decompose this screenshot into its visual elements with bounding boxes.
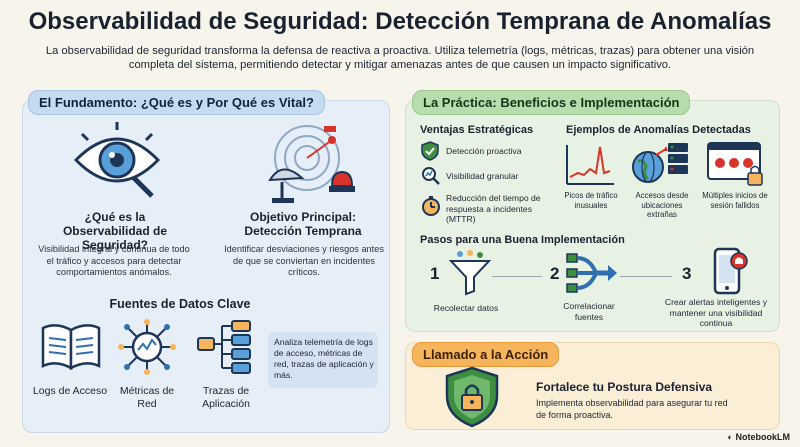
cta-text: Implementa observabilidad para asegurar … (536, 398, 728, 420)
funnel-icon (448, 250, 492, 296)
shield-lock-icon (445, 366, 499, 428)
advantage-granular: Visibilidad granular (446, 171, 519, 181)
stopwatch-icon (422, 196, 440, 216)
step-2-number: 2 (550, 264, 560, 283)
advantage-proactive: Detección proactiva (446, 146, 522, 156)
cta-title: Fortalece tu Postura Defensiva (536, 380, 713, 394)
source-metrics-label: Métricas de Red (119, 385, 175, 410)
example-traffic-spikes: Picos de tráfico inusuales (564, 191, 618, 210)
globe-server-icon (632, 143, 688, 183)
example-strange-locations: Accesos desde ubicaciones extrañas (635, 191, 689, 219)
radar-dish-alarm-icon (268, 125, 355, 203)
brand-logo: ◐ NotebookLM (728, 432, 790, 442)
open-book-icon (41, 324, 101, 371)
source-traces-label: Trazas de Aplicación (202, 385, 250, 410)
trace-tree-icon (197, 320, 251, 374)
advantage-mttr: Reducción del tiempo de respuesta a inci… (446, 193, 541, 224)
sources-note-box (268, 332, 378, 388)
network-metrics-icon (118, 319, 176, 375)
cta-header: Llamado a la Acción (412, 342, 560, 367)
step-3-label: Crear alertas inteligentes y mantener un… (664, 297, 768, 328)
objective-title: Objetivo Principal: Detección Temprana (244, 210, 362, 238)
failed-login-icon (707, 142, 763, 186)
step-3-number: 3 (682, 264, 692, 283)
source-logs-label: Logs de Acceso (32, 385, 108, 397)
page-subtitle: La observabilidad de seguridad transform… (45, 45, 755, 71)
examples-title: Ejemplos de Anomalías Detectadas (566, 124, 751, 136)
eye-magnifier-icon (73, 122, 161, 198)
page-title: Observabilidad de Seguridad: Detección T… (28, 8, 772, 35)
what-is-text: Visibilidad integral y continua de todo … (38, 244, 190, 277)
traffic-spike-icon (566, 145, 614, 185)
step-1-number: 1 (430, 264, 440, 283)
sources-title: Fuentes de Datos Clave (109, 297, 251, 311)
step-connector-2 (620, 276, 672, 277)
step-2-label: Correlacionar fuentes (563, 301, 615, 322)
shield-check-icon (421, 141, 439, 161)
step-1-label: Recolectar datos (433, 303, 499, 313)
practice-header: La Práctica: Beneficios e Implementación (412, 90, 691, 115)
sources-note: Analiza telemetría de logs de acceso, mé… (274, 337, 374, 380)
magnifier-icon (422, 167, 440, 185)
step-connector-1 (492, 276, 542, 277)
example-failed-logins: Múltiples inicios de sesión fallidos (702, 191, 768, 210)
brand-mark-icon: ◐ (727, 432, 736, 442)
what-is-title: ¿Qué es la Observabilidad de Seguridad? (62, 210, 168, 252)
merge-arrows-icon (566, 253, 617, 293)
phone-alert-icon (713, 247, 748, 295)
brand-name: NotebookLM (735, 432, 791, 442)
fundamentals-header: El Fundamento: ¿Qué es y Por Qué es Vita… (28, 90, 325, 115)
objective-text: Identificar desviaciones y riesgos antes… (224, 244, 384, 277)
steps-title: Pasos para una Buena Implementación (420, 234, 625, 246)
advantages-title: Ventajas Estratégicas (420, 124, 534, 136)
